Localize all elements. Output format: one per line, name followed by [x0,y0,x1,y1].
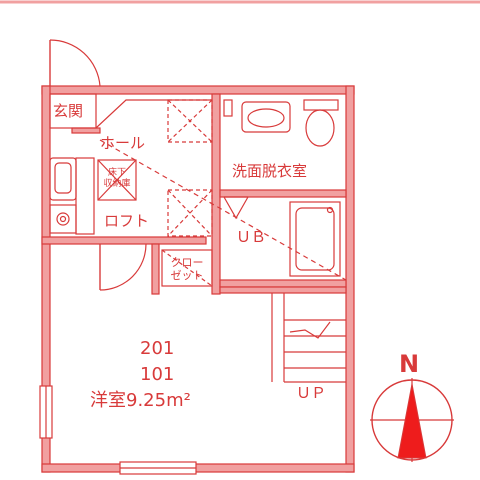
underfloor-storage [97,159,137,201]
room-number-lower: 101 [140,364,175,385]
kitchen-sink [49,157,77,201]
bathtub [289,201,341,277]
compass-north-arrow [397,383,427,459]
loft-hatch-bottom [167,189,213,237]
underfloor-label-line1: 床下 [107,168,126,178]
unit-bath-label: ＵＢ [236,228,267,246]
closet-label-line2: ゼット [170,269,204,282]
washroom-label: 洗面脱衣室 [232,162,308,180]
genkan-area [49,93,97,129]
stairs-up-label: ＵＰ [296,384,327,402]
underfloor-storage-label: 床下 収納庫 [99,168,135,190]
underfloor-label-line2: 収納庫 [103,179,131,189]
hall-wall [95,99,212,129]
western-room-label: 洋室9.25m² [90,390,191,411]
loft-label: ロフト [104,212,150,230]
hall-label: ホール [100,134,146,152]
closet-label-line1: クロー [170,256,204,269]
room-door-swing [99,243,147,291]
walls [41,85,355,473]
ub-door [223,196,249,220]
wash-column [223,99,233,117]
closet [161,249,213,287]
toilet-tank [303,99,339,111]
compass [370,378,454,462]
genkan-label: 玄関 [53,102,84,120]
closet-label: クロー ゼット [164,256,210,282]
stairs [271,293,346,383]
loft-outline [99,139,347,281]
room-number-upper: 201 [140,338,175,359]
kitchen-counter [75,157,95,235]
washbasin [241,101,291,133]
entrance-door-swing [49,39,101,87]
stove [49,204,77,234]
fixtures [39,39,347,475]
toilet-bowl [305,109,335,147]
loft-hatch-top [167,99,213,143]
compass-north-label: N [399,350,420,378]
